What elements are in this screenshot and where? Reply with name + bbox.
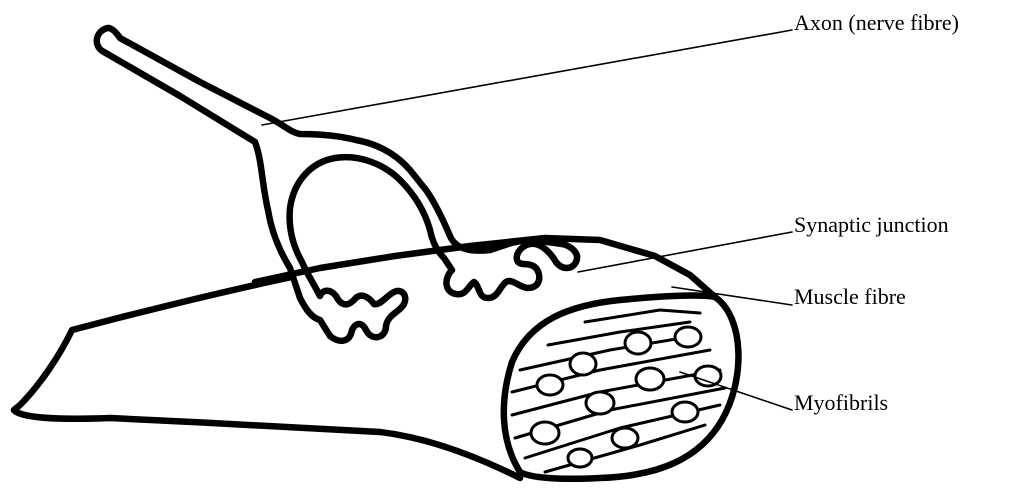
muscle-fibre-bottom-edge [14,410,520,478]
axon [97,28,577,341]
muscle-fibre-left-upper [14,277,292,410]
muscle-fibre-label: Muscle fibre [794,286,906,308]
synaptic-junction-leader-line [578,232,792,272]
myofibril-oval [695,366,721,386]
myofibril-oval [636,368,664,390]
myofibril-oval [531,422,559,444]
myofibril-oval [675,327,701,347]
axon-leader-line [262,30,792,125]
myofibril-oval [570,353,596,375]
myofibril-oval [586,392,614,414]
myofibrils-label: Myofibrils [794,392,888,414]
myofibril-oval [625,332,651,354]
axon-outline [97,28,577,341]
myofibril-oval [672,402,698,422]
leader-lines [262,30,792,410]
myofibril-oval [568,449,592,467]
myofibril-oval [537,375,563,395]
myofibril-oval [612,428,638,448]
axon-label: Axon (nerve fibre) [794,12,959,34]
synaptic-junction-label: Synaptic junction [794,214,949,236]
